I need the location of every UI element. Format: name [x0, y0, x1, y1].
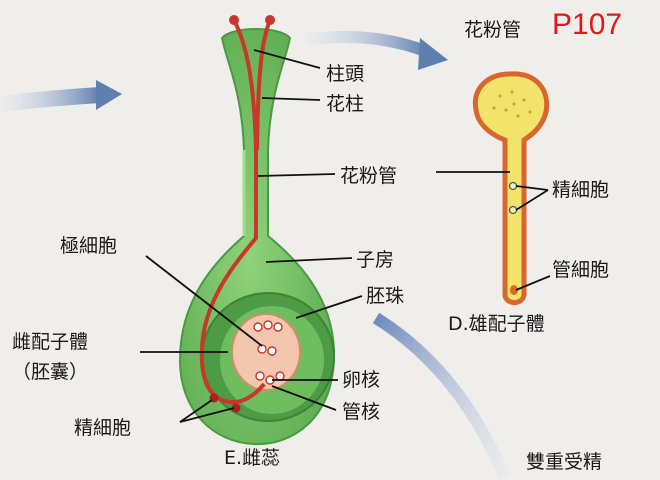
sperm-cell-d-2 — [508, 205, 518, 215]
caption-pistil: E.雌蕊 — [224, 447, 280, 469]
label-egg-nucleus: 卵核 — [342, 369, 380, 391]
pollen-texture — [492, 90, 532, 118]
flow-arrow-top — [304, 30, 448, 70]
label-tube-cell: 管細胞 — [552, 259, 609, 281]
label-embryo-sac: 雌配子體 — [12, 331, 88, 353]
sperm-cell-d-1 — [508, 181, 518, 191]
label-ovule: 胚珠 — [366, 285, 404, 307]
label-sperm-cells-pistil: 精細胞 — [74, 417, 131, 439]
pistil — [178, 15, 336, 446]
footer-double-fertilization: 雙重受精 — [526, 451, 602, 473]
stigma-tip-right — [265, 15, 275, 25]
label-polar-nuclei: 極細胞 — [60, 235, 117, 257]
pollen-grain-title: 花粉管 — [464, 19, 521, 41]
label-pollen-tube: 花粉管 — [340, 165, 397, 187]
sperm-cell-2 — [231, 403, 241, 413]
pollen-grain — [472, 71, 550, 305]
pollen-tube-in-pistil — [199, 19, 266, 405]
flow-arrow-left — [0, 80, 122, 112]
flow-arc-bottom-right — [372, 312, 511, 480]
label-embryo-sac-alt: （胚囊） — [12, 361, 88, 383]
caption-pollen-grain: D.雄配子體 — [448, 313, 545, 335]
tube-nucleus-d — [510, 285, 518, 295]
label-sperm-cells-pollen: 精細胞 — [552, 179, 609, 201]
leader-lines — [140, 49, 551, 423]
embryo-sac — [231, 313, 301, 391]
label-tube-nucleus: 管核 — [342, 401, 380, 423]
label-style: 花柱 — [326, 93, 364, 115]
egg-apparatus — [255, 371, 285, 385]
stigma-tip-left — [229, 15, 239, 25]
label-ovary: 子房 — [356, 249, 394, 271]
page-ref: P107 — [552, 8, 622, 41]
label-stigma: 柱頭 — [326, 63, 364, 85]
